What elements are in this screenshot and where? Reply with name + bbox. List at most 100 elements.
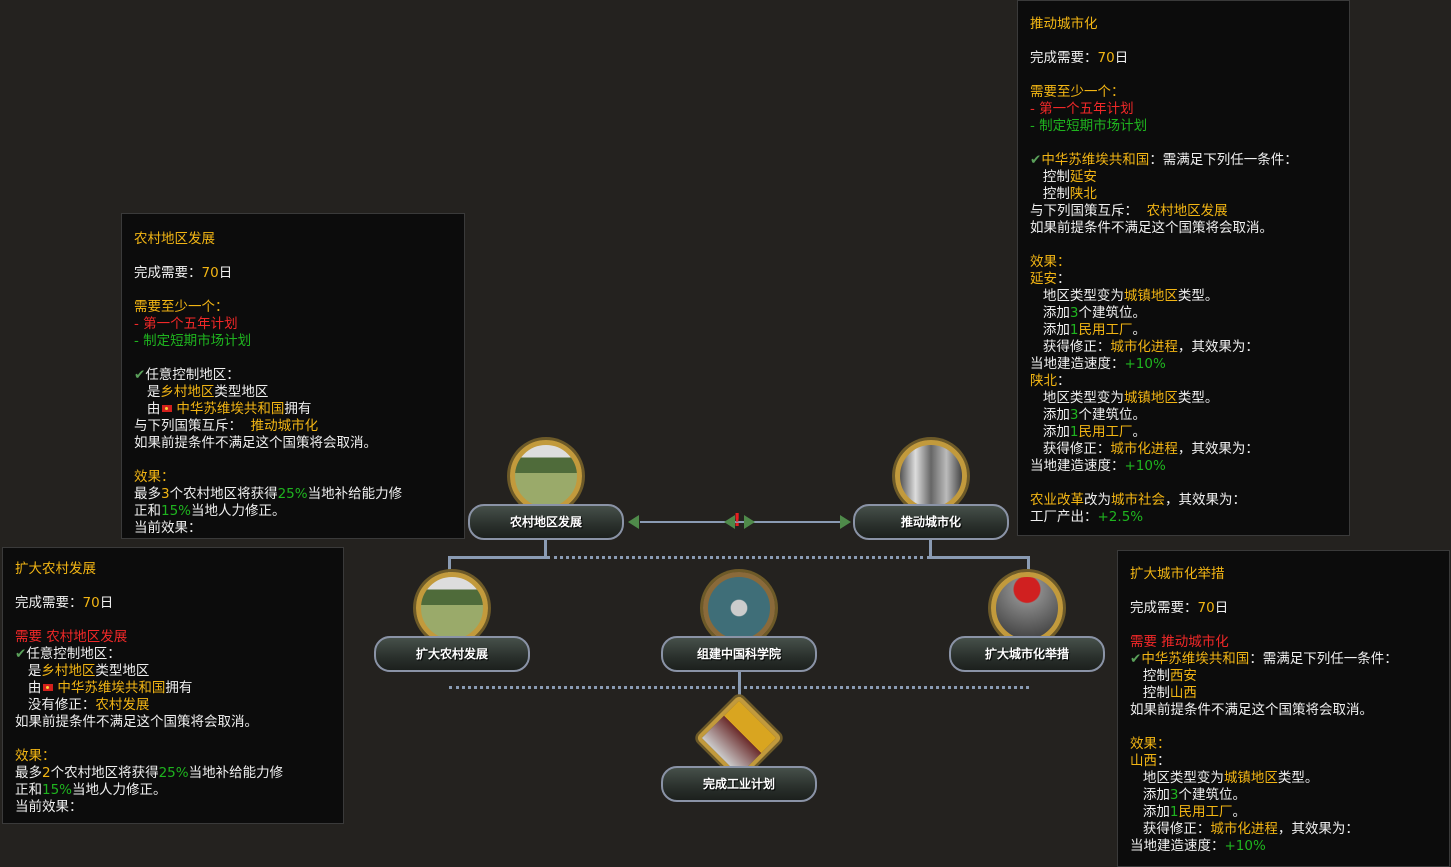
tooltip-text: 拥有 xyxy=(165,680,193,696)
tooltip-line: 获得修正：城市化进程，其效果为： xyxy=(1030,339,1337,356)
arrow-left-icon xyxy=(628,515,639,529)
tooltip-line: ✔中华苏维埃共和国：需满足下列任一条件： xyxy=(1030,152,1337,169)
tooltip-text: 当地人力修正。 xyxy=(191,503,286,519)
tooltip-text: 民用工厂 xyxy=(1078,424,1133,440)
focus-expand-rural-development[interactable]: 扩大农村发展 xyxy=(374,572,530,672)
tooltip-expand-urbanization: 扩大城市化举措完成需要：70日需要 推动城市化✔中华苏维埃共和国：需满足下列任一… xyxy=(1117,550,1450,867)
connector-line xyxy=(1027,556,1030,576)
tooltip-line: 延安： xyxy=(1030,271,1337,288)
tooltip-line: 效果： xyxy=(134,469,452,486)
tooltip-text: ： xyxy=(1057,373,1071,389)
tooltip-text: 个建筑位。 xyxy=(1078,407,1146,423)
tooltip-text: 地区类型变为 xyxy=(1030,390,1124,406)
tooltip-text: 改为 xyxy=(1084,492,1111,508)
tooltip-text: 推动城市化 xyxy=(250,418,319,434)
tooltip-line: 如果前提条件不满足这个国策将会取消。 xyxy=(15,714,331,731)
tooltip-text: 类型。 xyxy=(1177,390,1219,406)
tooltip-text: - 第一个五年计划 xyxy=(1030,101,1134,117)
tooltip-text: 完成需要： xyxy=(1030,50,1098,66)
tooltip-text: 70 xyxy=(201,265,219,281)
tooltip-text: 完成需要： xyxy=(134,265,202,281)
tooltip-text: ：需满足下列任一条件： xyxy=(1249,651,1398,667)
tooltip-text: 中华苏维埃共和国 xyxy=(1041,152,1150,168)
tooltip-line: 添加3个建筑位。 xyxy=(1030,407,1337,424)
tooltip-text: 地区类型变为 xyxy=(1130,770,1224,786)
focus-rural-development[interactable]: 农村地区发展 xyxy=(468,440,624,540)
tooltip-line: 没有修正：农村发展 xyxy=(15,697,331,714)
connector-line xyxy=(738,670,741,700)
tooltip-line: 效果： xyxy=(1130,736,1437,753)
tooltip-line xyxy=(1130,583,1437,600)
tooltip-text: 效果： xyxy=(15,748,56,764)
tooltip-line: 获得修正：城市化进程，其效果为： xyxy=(1130,821,1437,838)
tooltip-text: - 制定短期市场计划 xyxy=(134,333,252,349)
tooltip-text: 山西 xyxy=(1130,753,1157,769)
tooltip-text: 需要 推动城市化 xyxy=(1130,634,1229,650)
tooltip-line xyxy=(1130,719,1437,736)
tooltip-text: 当地建造速度： xyxy=(1030,356,1125,372)
tooltip-text: 2 xyxy=(42,765,51,781)
tooltip-line: - 第一个五年计划 xyxy=(1030,101,1337,118)
connector-line xyxy=(449,556,547,559)
tooltip-text: 70 xyxy=(82,595,100,611)
focus-complete-industrial-plan[interactable]: 完成工业计划 xyxy=(661,694,817,802)
tooltip-text: 陕北 xyxy=(1069,186,1097,202)
china-soviet-flag-icon xyxy=(43,684,54,691)
tooltip-text: 获得修正： xyxy=(1130,821,1211,837)
tooltip-text: 日 xyxy=(218,265,233,281)
city-buildings-icon xyxy=(895,440,967,512)
tooltip-line xyxy=(1030,475,1337,492)
tooltip-line: 如果前提条件不满足这个国策将会取消。 xyxy=(1130,702,1437,719)
tooltip-line: 当地建造速度：+10% xyxy=(1130,838,1437,855)
tooltip-text: ： xyxy=(1057,271,1071,287)
tooltip-text: 任意控制地区： xyxy=(26,646,121,662)
tooltip-text: 日 xyxy=(99,595,114,611)
tooltip-line: 控制西安 xyxy=(1130,668,1437,685)
tooltip-text: 效果： xyxy=(1130,736,1171,752)
city-red-star-icon xyxy=(991,572,1063,644)
tooltip-text: ，其效果为： xyxy=(1177,339,1259,355)
tooltip-line xyxy=(1030,33,1337,50)
tooltip-line: 效果： xyxy=(1030,254,1337,271)
tooltip-line: - 第一个五年计划 xyxy=(134,316,452,333)
tooltip-text: 如果前提条件不满足这个国策将会取消。 xyxy=(1130,702,1373,718)
checkmark-icon: ✔ xyxy=(1030,152,1042,168)
tooltip-text: 西安 xyxy=(1169,668,1197,684)
tooltip-text: 70 xyxy=(1097,50,1115,66)
focus-promote-urbanization[interactable]: 推动城市化 xyxy=(853,440,1009,540)
focus-found-academy-of-sciences[interactable]: 组建中国科学院 xyxy=(661,572,817,672)
tooltip-line: 陕北： xyxy=(1030,373,1337,390)
tooltip-text: 3 xyxy=(161,486,170,502)
rice-field-icon xyxy=(510,440,582,512)
tooltip-text: 当前效果： xyxy=(134,520,202,536)
tooltip-text: 城镇地区 xyxy=(1123,390,1178,406)
focus-expand-urbanization[interactable]: 扩大城市化举措 xyxy=(949,572,1105,672)
arrow-right-icon xyxy=(840,515,851,529)
tooltip-text: 3 xyxy=(1069,305,1079,321)
tooltip-text: 个建筑位。 xyxy=(1178,787,1246,803)
tooltip-line xyxy=(1030,237,1337,254)
tooltip-line: - 制定短期市场计划 xyxy=(1030,118,1337,135)
tooltip-line: 添加3个建筑位。 xyxy=(1030,305,1337,322)
exclusive-line xyxy=(640,521,840,523)
tooltip-text: 类型地区 xyxy=(214,384,269,400)
tooltip-text: 控制 xyxy=(1030,186,1070,202)
tooltip-text: 中华苏维埃共和国 xyxy=(57,680,166,696)
tooltip-text: 当地补给能力修 xyxy=(307,486,403,502)
tooltip-text: 当地人力修正。 xyxy=(72,782,167,798)
tooltip-text: 效果： xyxy=(134,469,175,485)
tooltip-line: 如果前提条件不满足这个国策将会取消。 xyxy=(1030,220,1337,237)
tooltip-text: 工厂产出： xyxy=(1030,509,1098,525)
tooltip-expand-rural-development: 扩大农村发展完成需要：70日需要 农村地区发展✔任意控制地区： 是乡村地区类型地… xyxy=(2,547,344,824)
tooltip-line: 最多3个农村地区将获得25%当地补给能力修 xyxy=(134,486,452,503)
tooltip-text: 由 xyxy=(15,680,42,696)
tooltip-text: 扩大城市化举措 xyxy=(1130,566,1225,582)
tooltip-line: 是乡村地区类型地区 xyxy=(134,384,452,401)
tooltip-text: 需要至少一个： xyxy=(134,299,229,315)
tooltip-text: 最多 xyxy=(15,765,42,781)
connector-line xyxy=(929,540,932,558)
connector-dotted xyxy=(547,556,930,559)
tooltip-line: 需要 推动城市化 xyxy=(1130,634,1437,651)
tooltip-line: ✔任意控制地区： xyxy=(134,367,452,384)
tooltip-text: - 制定短期市场计划 xyxy=(1030,118,1148,134)
